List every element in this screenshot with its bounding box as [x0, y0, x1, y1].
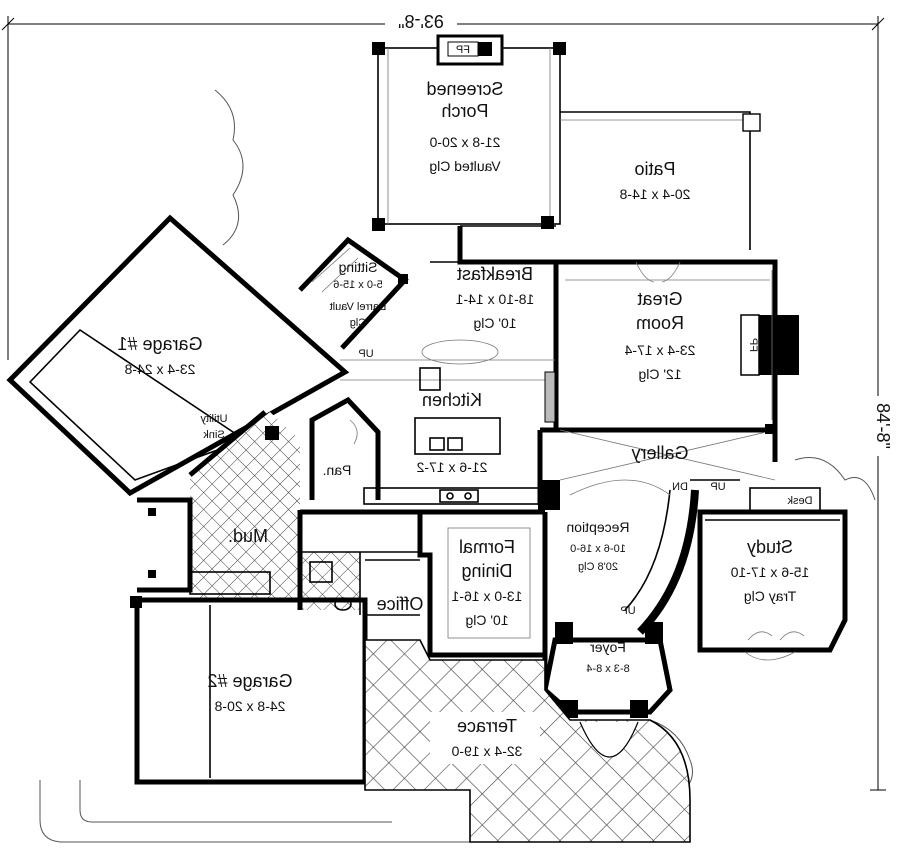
svg-text:21-6 x 17-2: 21-6 x 17-2 — [416, 459, 487, 475]
kitchen-label: Kitchen 21-6 x 17-2 — [416, 390, 487, 475]
svg-text:21-8 x 20-0: 21-8 x 20-0 — [429, 134, 500, 150]
overall-width-label: 93'-8" — [398, 11, 444, 31]
svg-text:Sink: Sink — [203, 429, 225, 441]
svg-text:5-0 x 15-6: 5-0 x 15-6 — [333, 279, 383, 291]
pantry — [309, 396, 381, 500]
svg-text:10' Clg: 10' Clg — [473, 315, 516, 331]
svg-text:10' Clg: 10' Clg — [465, 612, 508, 628]
svg-text:Screened: Screened — [426, 79, 503, 99]
formal-dining-label: Formal Dining 13-0 x 16-1 10' Clg — [451, 537, 522, 628]
study-label: Study 15-6 x 17-10 Tray Clg — [730, 537, 809, 604]
garage-2-label: Garage #2 24-8 x 20-8 — [207, 671, 292, 714]
svg-text:12' Clg: 12' Clg — [638, 366, 681, 382]
svg-text:Dining: Dining — [461, 561, 512, 581]
svg-text:32-4 x 19-0: 32-4 x 19-0 — [451, 743, 522, 759]
svg-text:UP: UP — [620, 605, 635, 617]
svg-text:UP: UP — [358, 348, 373, 360]
svg-text:24-8 x 20-8: 24-8 x 20-8 — [214, 698, 285, 714]
svg-text:18-10 x 14-1: 18-10 x 14-1 — [455, 291, 534, 307]
svg-text:10-6 x 16-0: 10-6 x 16-0 — [570, 543, 626, 555]
study — [697, 487, 848, 661]
svg-text:Tray Clg: Tray Clg — [744, 588, 796, 604]
svg-text:Patio: Patio — [634, 159, 675, 179]
svg-text:Breakfast: Breakfast — [457, 264, 533, 284]
svg-text:Foyer: Foyer — [590, 639, 626, 655]
svg-text:15-6 x 17-10: 15-6 x 17-10 — [730, 564, 809, 580]
svg-text:23-4 x 17-4: 23-4 x 17-4 — [624, 342, 695, 358]
screened-porch — [372, 34, 566, 231]
overall-depth-label: 84'-8" — [873, 403, 893, 449]
garage-1-label: Garage #1 23-4 x 24-8 — [117, 334, 202, 377]
svg-text:Sitting: Sitting — [339, 259, 378, 275]
desk-label: Desk — [787, 495, 813, 507]
svg-text:8-3 x 8-4: 8-3 x 8-4 — [586, 663, 629, 675]
screened-porch-label: Screened Porch 21-8 x 20-0 Vaulted Clg — [426, 79, 503, 174]
svg-text:13-0 x 16-1: 13-0 x 16-1 — [451, 588, 522, 604]
porch-fireplace-label: FP — [456, 44, 470, 56]
mud-label: Mud. — [228, 526, 268, 546]
svg-text:Garage #2: Garage #2 — [207, 671, 292, 691]
pantry-label: Pan. — [323, 462, 352, 478]
svg-text:Formal: Formal — [459, 537, 515, 557]
stair-labels: DN UP UP UP — [358, 348, 725, 617]
svg-text:Kitchen: Kitchen — [422, 390, 482, 410]
formal-dining — [365, 512, 545, 658]
svg-text:Great: Great — [637, 289, 682, 309]
svg-text:DN: DN — [672, 481, 688, 493]
gallery — [537, 424, 776, 510]
utility-sink-label: Utility Sink — [200, 413, 227, 441]
svg-text:20'8 Clg: 20'8 Clg — [578, 561, 618, 573]
sitting-label: Sitting 5-0 x 15-6 Barrel Vault Clg — [330, 259, 387, 329]
svg-text:Garage #1: Garage #1 — [117, 334, 202, 354]
svg-text:23-4 x 24-8: 23-4 x 24-8 — [124, 361, 195, 377]
mud-room — [188, 410, 545, 615]
landscaping — [39, 89, 876, 843]
svg-text:UP: UP — [710, 481, 725, 493]
svg-text:Terrace: Terrace — [457, 716, 517, 736]
sitting-room — [298, 236, 409, 350]
svg-text:Clg: Clg — [350, 317, 367, 329]
gallery-label: Gallery — [631, 443, 688, 463]
office-label: Office — [377, 594, 424, 614]
svg-text:Vaulted Clg: Vaulted Clg — [429, 158, 500, 174]
great-room-fireplace-label: FP — [747, 338, 759, 352]
terrace-label: Terrace 32-4 x 19-0 — [430, 712, 540, 764]
patio-label: Patio 20-4 x 14-8 — [619, 159, 690, 202]
reception-label: Reception 10-6 x 16-0 20'8 Clg — [566, 519, 629, 573]
kitchen-features — [340, 339, 556, 505]
svg-text:20-4 x 14-8: 20-4 x 14-8 — [619, 186, 690, 202]
svg-text:Reception: Reception — [566, 519, 629, 535]
svg-text:Utility: Utility — [200, 413, 227, 425]
patio — [560, 111, 761, 250]
svg-text:Study: Study — [747, 537, 793, 557]
svg-text:Porch: Porch — [441, 101, 488, 121]
foyer-label: Foyer 8-3 x 8-4 — [586, 639, 629, 675]
breakfast-label: Breakfast 18-10 x 14-1 10' Clg — [455, 264, 534, 331]
main-walls — [430, 225, 799, 462]
svg-text:Room: Room — [636, 313, 684, 333]
svg-text:Barrel Vault: Barrel Vault — [330, 301, 387, 313]
great-room-label: Great Room 23-4 x 17-4 12' Clg — [624, 289, 695, 382]
